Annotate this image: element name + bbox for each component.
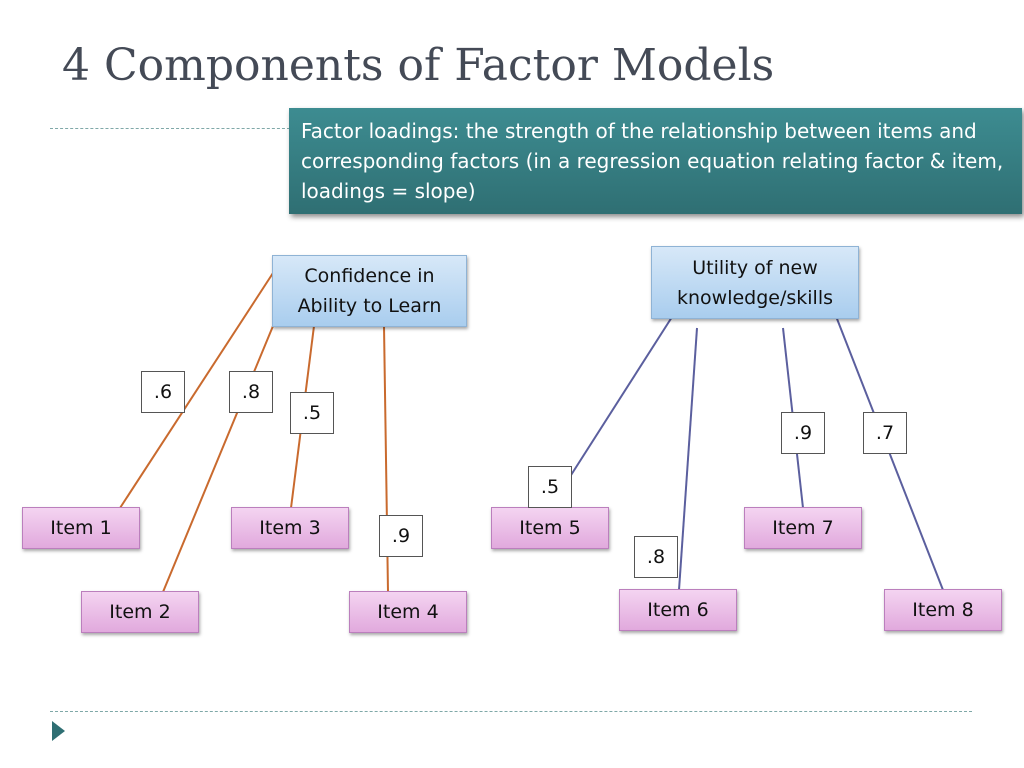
item-4-box: Item 4 [349,591,467,633]
item-6-box: Item 6 [619,589,737,631]
item-8-box: Item 8 [884,589,1002,631]
line-factor1-item1 [119,272,274,509]
item-1-box: Item 1 [22,507,140,549]
factor-loadings-callout: Factor loadings: the strength of the rel… [289,108,1022,214]
loading-item-6: .8 [634,536,678,578]
loading-item-4: .9 [379,515,423,557]
loading-item-3: .5 [290,392,334,434]
line-factor1-item2 [162,325,274,593]
loading-item-7: .9 [781,412,825,454]
bottom-divider [50,711,972,712]
slide-title: 4 Components of Factor Models [62,40,775,91]
loading-item-1: .6 [141,371,185,413]
item-2-box: Item 2 [81,591,199,633]
triangle-right-icon [52,721,65,741]
item-7-box: Item 7 [744,507,862,549]
top-divider [50,128,290,129]
item-3-box: Item 3 [231,507,349,549]
factor-utility-box: Utility of new knowledge/skills [651,246,859,319]
factor-confidence-box: Confidence in Ability to Learn [272,255,467,327]
loading-item-8: .7 [863,412,907,454]
item-5-box: Item 5 [491,507,609,549]
loading-item-2: .8 [229,371,273,413]
line-factor2-item6 [678,327,698,591]
loading-item-5: .5 [528,466,572,508]
